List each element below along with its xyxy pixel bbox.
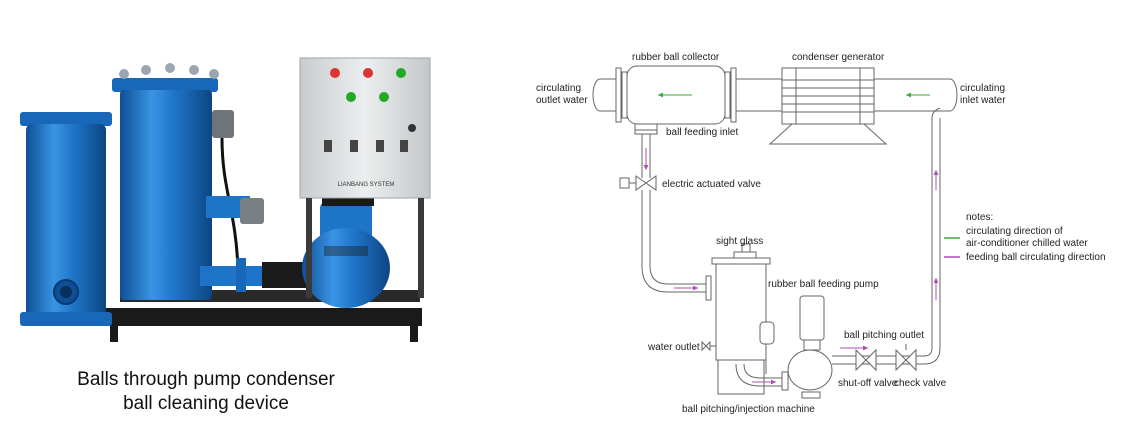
photo-caption: Balls through pump condenser ball cleani… xyxy=(0,368,412,416)
feed-down-pipe xyxy=(634,123,658,178)
label-sight-glass: sight glass xyxy=(716,236,763,247)
ball-direction-arrows xyxy=(643,148,939,385)
pump xyxy=(302,188,390,308)
control-cabinet: LIANBANG SYSTEM xyxy=(299,57,431,298)
label-water-outlet: water outlet xyxy=(647,342,700,353)
label-injection-machine: ball pitching/injection machine xyxy=(682,404,815,415)
filter-vessel xyxy=(112,63,240,300)
process-schematic: rubber ball collector condenser generato… xyxy=(536,52,1106,415)
notes-title: notes: xyxy=(966,212,993,223)
notes-purple-line: feeding ball circulating direction xyxy=(966,252,1106,263)
injection-machine xyxy=(701,243,782,395)
label-ball-feeding-inlet: ball feeding inlet xyxy=(666,127,738,138)
notes-green-line-2: air-conditioner chilled water xyxy=(966,238,1088,249)
label-condenser-generator: condenser generator xyxy=(792,52,885,63)
panel-label: LIANBANG SYSTEM xyxy=(338,182,395,188)
electric-actuated-valve xyxy=(619,175,712,301)
condenser-generator xyxy=(768,67,888,145)
label-rubber-ball-collector: rubber ball collector xyxy=(632,52,720,63)
notes-legend: notes: circulating direction of air-cond… xyxy=(944,212,1106,263)
label-inlet-water-2: inlet water xyxy=(960,95,1006,106)
return-line xyxy=(832,107,941,372)
caption-line-2: ball cleaning device xyxy=(123,393,289,414)
shut-off-valve xyxy=(855,348,877,372)
left-vessel xyxy=(20,112,112,326)
label-ball-pitching-outlet: ball pitching outlet xyxy=(844,330,924,341)
device-photo: LIANBANG SYSTEM xyxy=(20,57,431,342)
label-electric-actuated-valve: electric actuated valve xyxy=(662,179,761,190)
rubber-ball-feeding-pump xyxy=(781,295,833,399)
check-valve xyxy=(895,348,917,372)
caption-line-1: Balls through pump condenser xyxy=(77,369,335,390)
label-shut-off-valve: shut-off valve xyxy=(838,378,898,389)
label-check-valve: check valve xyxy=(894,378,947,389)
label-outlet-water-2: outlet water xyxy=(536,95,588,106)
label-rubber-ball-feeding-pump: rubber ball feeding pump xyxy=(768,279,879,290)
notes-green-line-1: circulating direction of xyxy=(966,226,1063,237)
label-inlet-water-1: circulating xyxy=(960,83,1005,94)
label-outlet-water-1: circulating xyxy=(536,83,581,94)
